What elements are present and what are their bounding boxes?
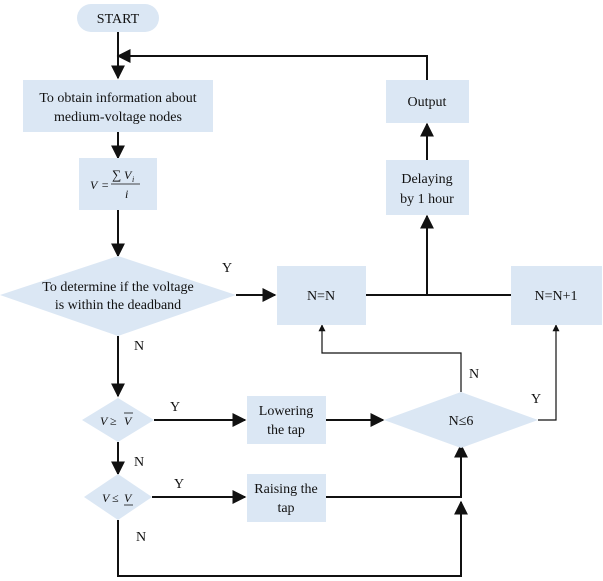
n-equals-n-node bbox=[277, 266, 366, 325]
check-ge-formula: V ≥ V bbox=[100, 412, 133, 428]
obtain-node bbox=[23, 80, 213, 132]
lower-tap-label-1: Lowering bbox=[259, 404, 313, 419]
check-ge-rhs: V bbox=[124, 414, 133, 428]
label-ge-no: N bbox=[134, 455, 144, 470]
edge-le-bottom bbox=[117, 500, 468, 577]
edge-raise-nle6 bbox=[326, 443, 468, 498]
raise-tap-node bbox=[247, 474, 326, 522]
delay-label-2: by 1 hour bbox=[400, 192, 454, 207]
edge-nle6-nn1 bbox=[538, 324, 560, 421]
check-ge-op: ≥ bbox=[110, 414, 117, 428]
n-equals-n-label: N=N bbox=[307, 289, 335, 304]
avg-den: i bbox=[125, 187, 128, 201]
check-le-op: ≤ bbox=[112, 491, 119, 505]
average-formula: V = ∑ V i i bbox=[90, 167, 140, 201]
check-ge-lhs: V bbox=[100, 414, 109, 428]
n-le-6-decision bbox=[384, 392, 538, 448]
avg-vi-sub: i bbox=[132, 175, 134, 184]
avg-eq: = bbox=[101, 178, 109, 192]
avg-vi: V bbox=[124, 168, 133, 182]
output-node bbox=[386, 80, 469, 123]
start-label: START bbox=[97, 12, 140, 27]
edge-nle6-nn bbox=[318, 324, 462, 392]
n-le-6-label: N≤6 bbox=[449, 414, 474, 429]
raise-tap-label-2: tap bbox=[277, 501, 294, 516]
determine-label-1: To determine if the voltage bbox=[42, 280, 193, 295]
start-node bbox=[77, 4, 159, 32]
avg-sum: ∑ bbox=[112, 167, 121, 182]
delay-label-1: Delaying bbox=[401, 172, 452, 187]
label-nle6-no: N bbox=[469, 367, 479, 382]
label-le-no: N bbox=[136, 530, 146, 545]
check-le-decision bbox=[84, 474, 152, 520]
label-le-yes: Y bbox=[174, 477, 184, 492]
output-label: Output bbox=[408, 95, 447, 110]
check-ge-decision bbox=[82, 398, 154, 442]
check-le-formula: V ≤ V bbox=[102, 491, 133, 506]
label-determine-yes: Y bbox=[222, 261, 232, 276]
obtain-label-1: To obtain information about bbox=[39, 91, 196, 106]
check-le-lhs: V bbox=[102, 491, 111, 505]
lower-tap-label-2: the tap bbox=[267, 423, 305, 438]
avg-v: V bbox=[90, 178, 99, 192]
check-le-rhs: V bbox=[124, 491, 133, 505]
edge-output-loop bbox=[116, 49, 428, 80]
determine-decision bbox=[0, 256, 236, 336]
obtain-label-2: medium-voltage nodes bbox=[54, 110, 182, 125]
label-ge-yes: Y bbox=[170, 400, 180, 415]
lower-tap-node bbox=[247, 396, 326, 444]
n-increment-label: N=N+1 bbox=[534, 289, 577, 304]
raise-tap-label-1: Raising the bbox=[254, 482, 317, 497]
delay-node bbox=[386, 160, 469, 215]
label-nle6-yes: Y bbox=[531, 392, 541, 407]
label-determine-no: N bbox=[134, 339, 144, 354]
determine-label-2: is within the deadband bbox=[55, 298, 181, 313]
n-increment-node bbox=[511, 266, 602, 325]
